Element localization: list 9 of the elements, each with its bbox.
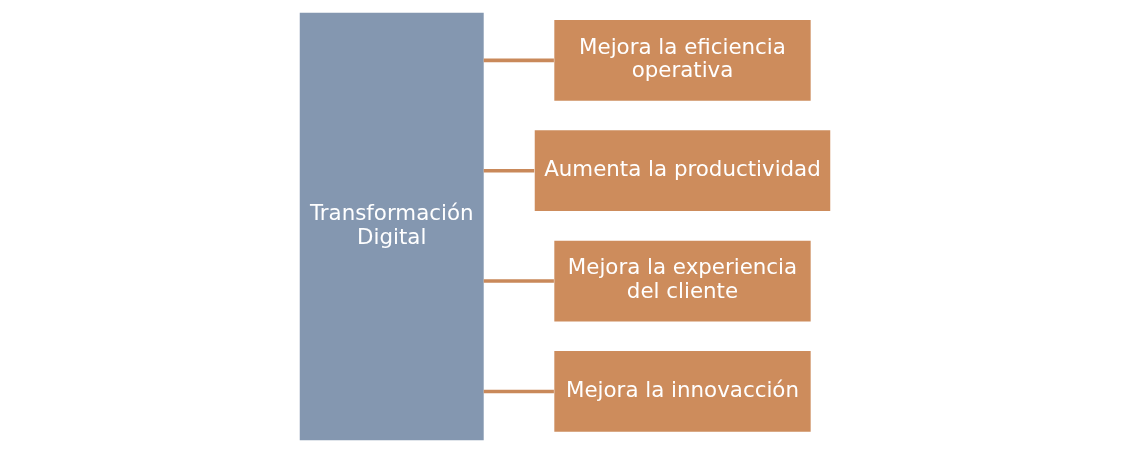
node-box: Mejora la eficiencia operativa [554, 20, 811, 101]
connector [483, 279, 554, 283]
node-box: Transformación Digital [299, 12, 484, 441]
node-box: Mejora la innovacción [554, 351, 811, 432]
connector [483, 58, 554, 63]
connector [483, 168, 535, 173]
connector [483, 389, 554, 394]
node-box: Mejora la experiencia del cliente [554, 240, 811, 322]
node-box: Aumenta la productividad [534, 130, 831, 212]
